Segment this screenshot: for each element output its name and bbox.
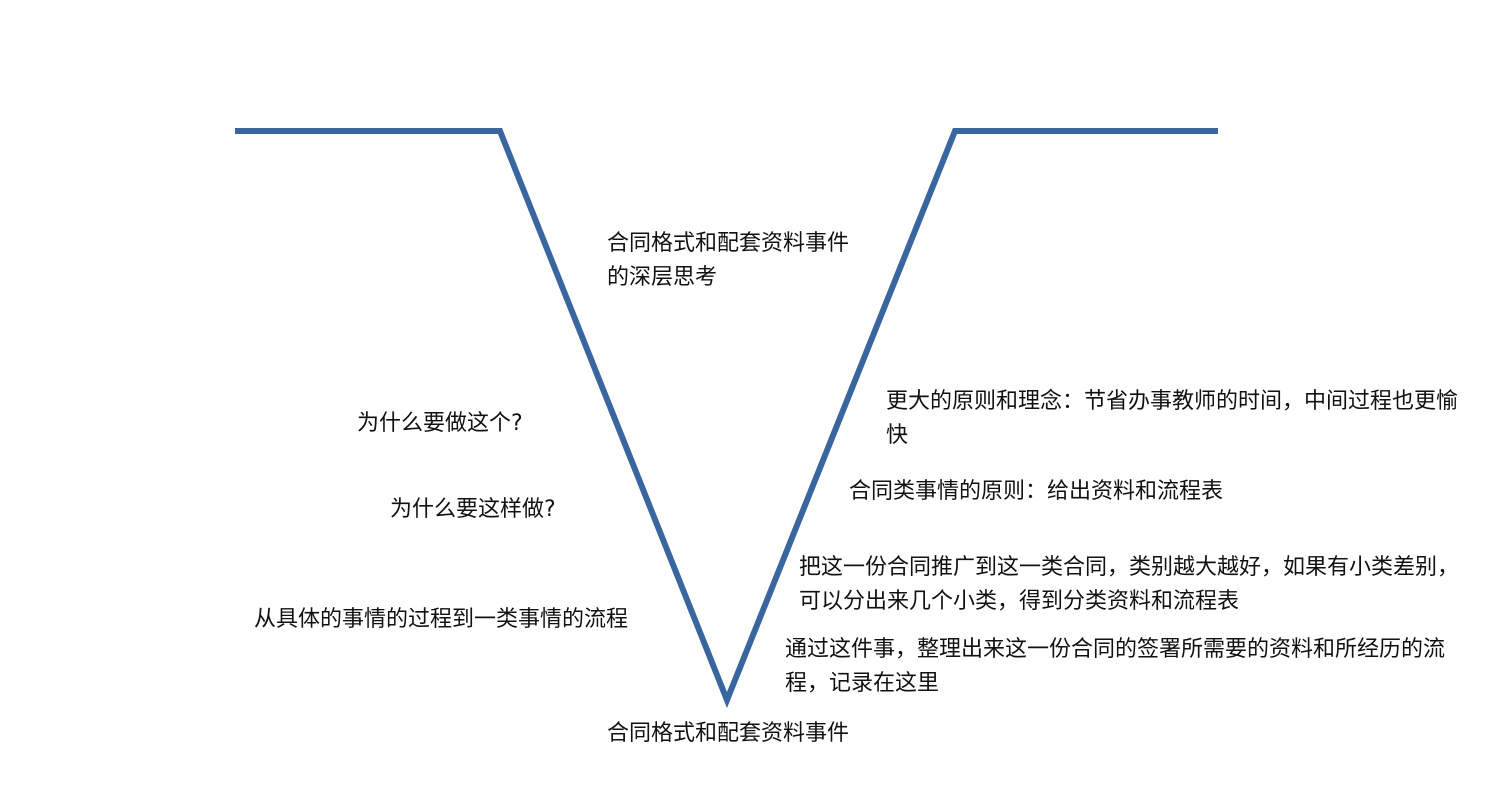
top-label: 合同格式和配套资料事件的深层思考 [607,231,850,290]
right-label-generalize: 把这一份合同推广到这一类合同，类别越大越好，如果有小类差别，可以分出来几个小类，… [799,555,1460,614]
right-label-principle-idea: 更大的原则和理念：节省办事教师的时间，中间过程也更愉快 [886,389,1459,448]
right-label-record: 通过这件事，整理出来这一份合同的签署所需要的资料和所经历的流程，记录在这里 [785,637,1446,696]
v-shape-line [235,128,1218,709]
right-label-contract-principle: 合同类事情的原则：给出资料和流程表 [849,479,1224,504]
bottom-label: 合同格式和配套资料事件 [607,721,850,746]
left-label-why-this-way: 为什么要这样做? [390,497,556,522]
left-label-why-this: 为什么要做这个? [357,411,523,436]
left-label-process: 从具体的事情的过程到一类事情的流程 [254,607,629,632]
